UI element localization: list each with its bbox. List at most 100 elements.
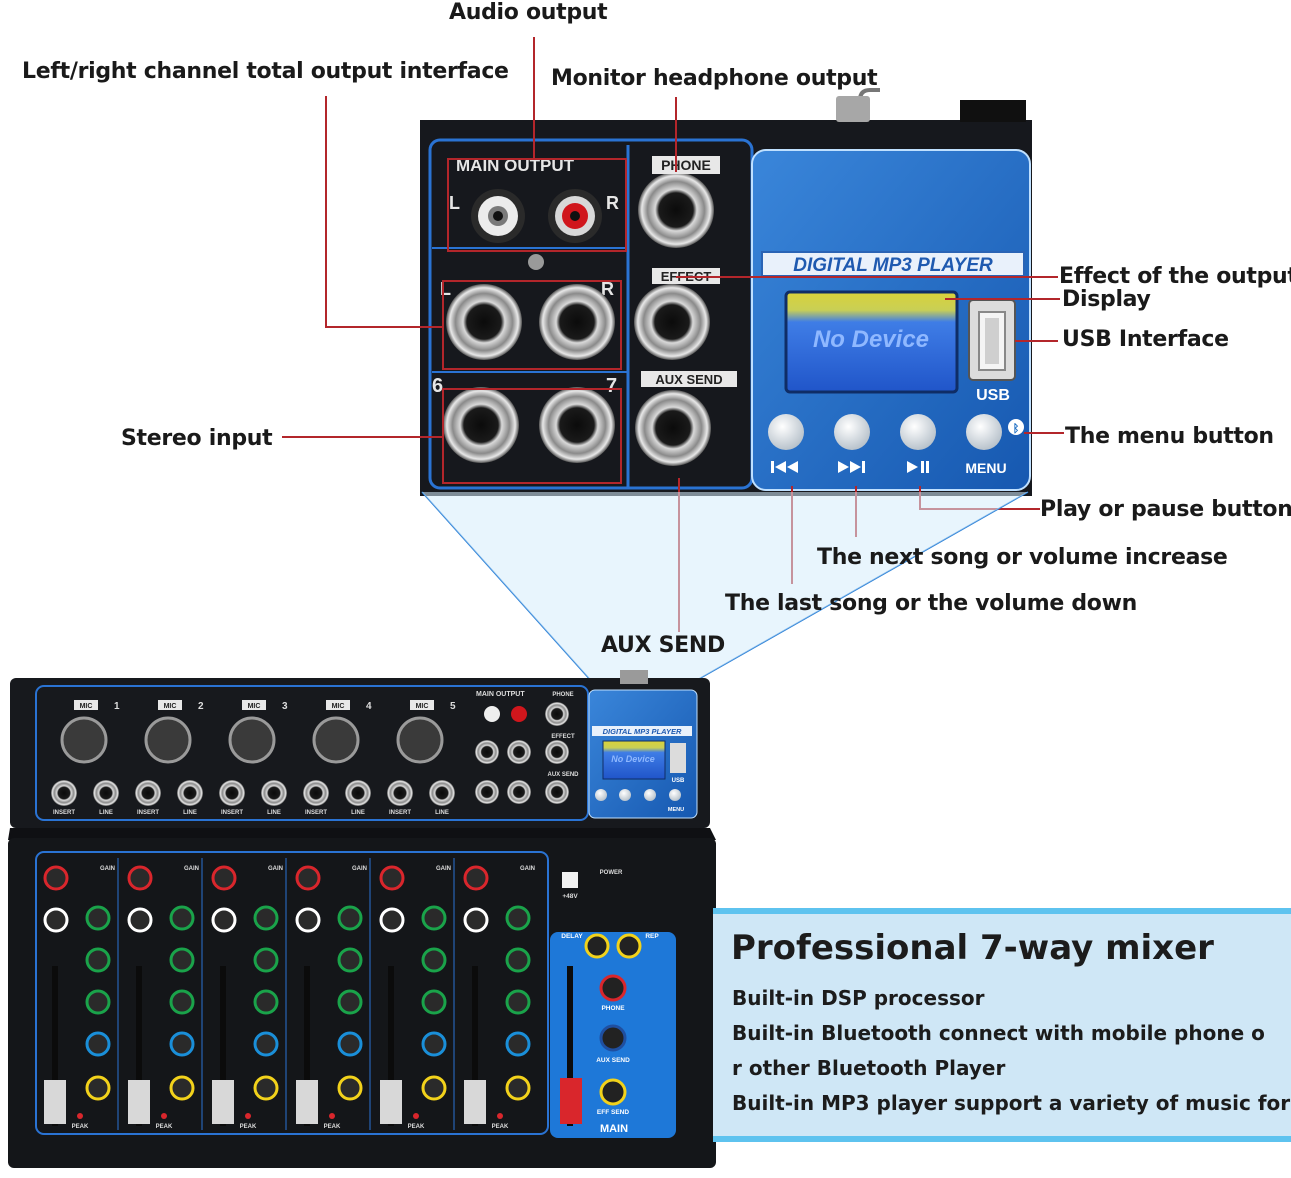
strip-1-aux-knob[interactable] xyxy=(85,1031,111,1057)
xlr-input-1 xyxy=(60,716,108,764)
strip-5-low-knob[interactable] xyxy=(421,989,447,1015)
rep-knob[interactable] xyxy=(616,933,642,959)
strip-1-high-knob[interactable] xyxy=(85,905,111,931)
line-label-3: LINE xyxy=(267,810,281,816)
strip-5-pan-knob[interactable] xyxy=(379,907,405,933)
mini-play-button[interactable] xyxy=(644,789,656,801)
delay-knob[interactable] xyxy=(584,933,610,959)
strip-4-eff-knob[interactable] xyxy=(337,1075,363,1101)
strip-6-low-knob[interactable] xyxy=(505,989,531,1015)
strip-6-gain-knob[interactable] xyxy=(463,865,489,891)
mic-label-2: MIC xyxy=(164,703,177,710)
strip-2-gain-knob[interactable] xyxy=(127,865,153,891)
menu-button-label: The menu button xyxy=(1065,424,1274,449)
usb-label: USB xyxy=(976,387,1010,404)
strip-3-low-knob[interactable] xyxy=(253,989,279,1015)
strip-4-gain-knob[interactable] xyxy=(295,865,321,891)
strip-2-low-knob[interactable] xyxy=(169,989,195,1015)
strip-5-fader-track xyxy=(388,966,394,1126)
strip-1-eff-knob[interactable] xyxy=(85,1075,111,1101)
strip-6-high-knob[interactable] xyxy=(505,905,531,931)
monitor-headphone-label: Monitor headphone output xyxy=(551,66,878,91)
strip-1-fader[interactable] xyxy=(44,1080,66,1124)
prev-button[interactable] xyxy=(768,414,804,450)
strip-6-fader[interactable] xyxy=(464,1080,486,1124)
strip-6-eff-knob[interactable] xyxy=(505,1075,531,1101)
eff-send-knob-label: EFF SEND xyxy=(597,1109,629,1116)
strip-5-eff-knob[interactable] xyxy=(421,1075,447,1101)
mini-aux-label: AUX SEND xyxy=(547,772,579,778)
top-connector xyxy=(836,96,870,122)
stereo-7-jack xyxy=(539,387,615,463)
line-label-5: LINE xyxy=(435,810,449,816)
strip-2-high-knob[interactable] xyxy=(169,905,195,931)
mini-phone-label: PHONE xyxy=(552,692,573,698)
main-fader[interactable] xyxy=(560,1078,582,1124)
mic-tag-3 xyxy=(242,700,266,710)
strip-3-eff-knob[interactable] xyxy=(253,1075,279,1101)
strip-3-mid-knob[interactable] xyxy=(253,947,279,973)
strip-2-aux-knob[interactable] xyxy=(169,1031,195,1057)
eff-send-knob[interactable] xyxy=(599,1078,627,1106)
strip-2-fader-track xyxy=(136,966,142,1126)
strip-5-gain-knob[interactable] xyxy=(379,865,405,891)
strip-1-gain-knob[interactable] xyxy=(43,865,69,891)
strip-5-mid-knob[interactable] xyxy=(421,947,447,973)
line-jack-5 xyxy=(429,780,455,806)
aux-send-tag-label: AUX SEND xyxy=(655,372,722,387)
strip-6-peak-led xyxy=(497,1113,503,1119)
play-pause-button[interactable] xyxy=(900,414,936,450)
strip-4-pan-knob[interactable] xyxy=(295,907,321,933)
strip-3-pan-knob[interactable] xyxy=(211,907,237,933)
strip-1-low-knob[interactable] xyxy=(85,989,111,1015)
lr-box xyxy=(442,280,622,370)
strip-5-aux-knob[interactable] xyxy=(421,1031,447,1057)
strip-2-fader[interactable] xyxy=(128,1080,150,1124)
strip-1-gain-label: GAIN xyxy=(100,866,115,872)
mic-tag-4 xyxy=(326,700,350,710)
channel-number-4: 4 xyxy=(366,701,372,712)
mini-mp3-title: DIGITAL MP3 PLAYER xyxy=(603,727,682,736)
channel-number-3: 3 xyxy=(282,701,288,712)
effect-jack xyxy=(634,284,710,360)
feature-line-2: Built-in Bluetooth connect with mobile p… xyxy=(732,1021,1265,1045)
strip-6-pan-knob[interactable] xyxy=(463,907,489,933)
strip-6-aux-knob[interactable] xyxy=(505,1031,531,1057)
mini-menu-button[interactable] xyxy=(669,789,681,801)
aux-send-callout-label: AUX SEND xyxy=(601,633,725,658)
zoomed-panel: MAIN OUTPUT L R L R 6 7 PHONE xyxy=(420,88,1032,496)
strip-4-low-knob[interactable] xyxy=(337,989,363,1015)
line-label-2: LINE xyxy=(183,810,197,816)
strip-1-pan-knob[interactable] xyxy=(43,907,69,933)
phone-level-knob[interactable] xyxy=(599,974,627,1002)
strip-4-mid-knob[interactable] xyxy=(337,947,363,973)
strip-1-mid-knob[interactable] xyxy=(85,947,111,973)
strip-6-fader-track xyxy=(472,966,478,1126)
aux-send-knob[interactable] xyxy=(599,1024,627,1052)
mic-label-1: MIC xyxy=(80,703,93,710)
mini-next-button[interactable] xyxy=(619,789,631,801)
strip-3-high-knob[interactable] xyxy=(253,905,279,931)
strip-4-peak-led xyxy=(329,1113,335,1119)
phantom-switch[interactable] xyxy=(562,872,578,888)
strip-6-mid-knob[interactable] xyxy=(505,947,531,973)
menu-button[interactable] xyxy=(966,414,1002,450)
strip-2-mid-knob[interactable] xyxy=(169,947,195,973)
strip-2-eff-knob[interactable] xyxy=(169,1075,195,1101)
strip-3-fader[interactable] xyxy=(212,1080,234,1124)
strip-4-fader[interactable] xyxy=(296,1080,318,1124)
strip-3-aux-knob[interactable] xyxy=(253,1031,279,1057)
next-button[interactable] xyxy=(834,414,870,450)
mini-prev-button[interactable] xyxy=(595,789,607,801)
strip-5-high-knob[interactable] xyxy=(421,905,447,931)
strip-2-peak-label: PEAK xyxy=(156,1124,173,1130)
strip-4-high-knob[interactable] xyxy=(337,905,363,931)
mic-tag-5 xyxy=(410,700,434,710)
strip-2-pan-knob[interactable] xyxy=(127,907,153,933)
left-label-2: L xyxy=(440,279,451,299)
strip-3-gain-knob[interactable] xyxy=(211,865,237,891)
strip-4-aux-knob[interactable] xyxy=(337,1031,363,1057)
strip-5-fader[interactable] xyxy=(380,1080,402,1124)
xlr-input-4 xyxy=(312,716,360,764)
